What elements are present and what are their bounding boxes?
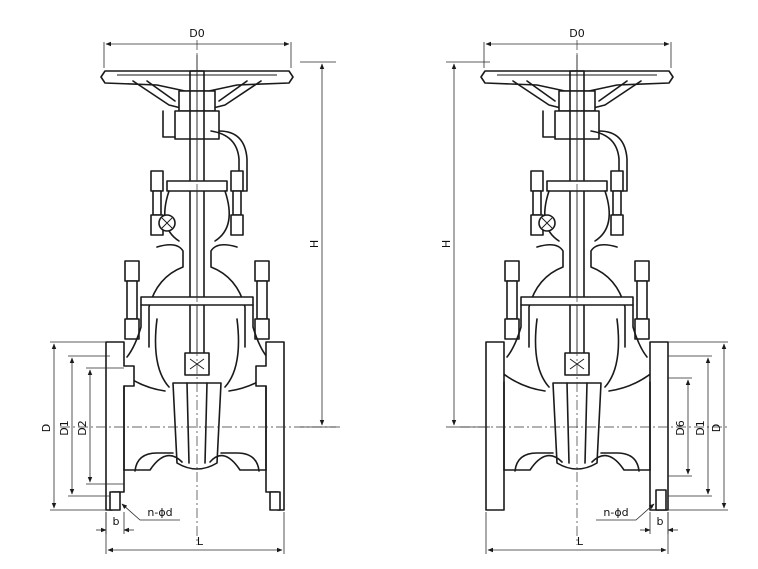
right-dim-d0: D0 (569, 27, 584, 40)
left-valve-view: D0 H D D1 D2 b n-ϕd L (40, 27, 340, 554)
right-dim-h: H (440, 240, 453, 248)
left-dim-d1: D1 (58, 420, 71, 435)
right-valve-view: D0 H D6 D1 D b n-ϕd L (440, 27, 730, 554)
left-dim-d0: D0 (189, 27, 204, 40)
right-dim-d: D (710, 424, 723, 432)
right-dim-d6: D6 (674, 420, 687, 435)
left-dim-l: L (197, 535, 204, 548)
left-dim-d: D (40, 424, 53, 432)
left-dim-d2: D2 (76, 420, 89, 435)
left-dim-b: b (113, 515, 120, 528)
left-dim-bolts: n-ϕd (147, 506, 172, 519)
right-dim-d1: D1 (694, 420, 707, 435)
right-dim-bolts: n-ϕd (603, 506, 628, 519)
right-dim-b: b (657, 515, 664, 528)
right-dim-l: L (577, 535, 584, 548)
left-dim-h: H (308, 240, 321, 248)
